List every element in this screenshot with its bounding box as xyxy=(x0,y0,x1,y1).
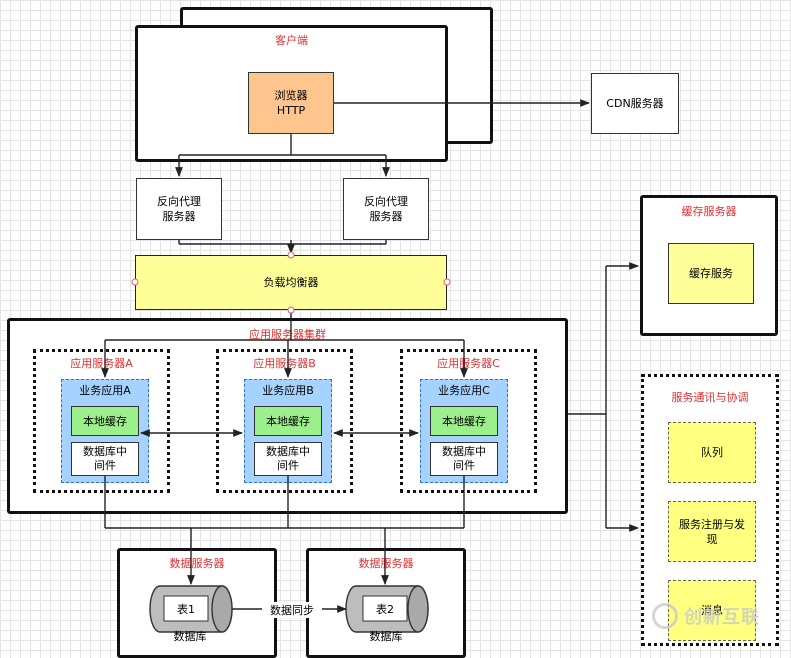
local-cache-c[interactable]: 本地缓存 xyxy=(430,406,498,436)
cache-server-title: 缓存服务器 xyxy=(681,205,737,218)
cache-service-box[interactable]: 缓存服务 xyxy=(668,243,754,304)
local-cache-a-label: 本地缓存 xyxy=(83,415,127,428)
registry-line1: 服务注册与发 xyxy=(679,517,745,531)
browser-label: 浏览器 xyxy=(274,89,308,102)
table-2-label: 表2 xyxy=(376,603,394,616)
local-cache-c-label: 本地缓存 xyxy=(442,415,486,428)
local-cache-a[interactable]: 本地缓存 xyxy=(71,406,139,436)
app-server-a-name: 应用服务器A xyxy=(70,357,133,370)
data-sync-label: 数据同步 xyxy=(262,602,322,618)
business-app-a-label: 业务应用A xyxy=(79,384,131,397)
db-middleware-a[interactable]: 数据库中 间件 xyxy=(71,442,139,476)
db-1-label: 数据库 xyxy=(173,630,207,643)
business-app-b-label: 业务应用B xyxy=(262,384,314,397)
business-app-c-label: 业务应用C xyxy=(438,384,490,397)
reverse-proxy-left[interactable]: 反向代理 服务器 xyxy=(136,178,222,240)
client-title: 客户端 xyxy=(275,34,308,47)
db-middleware-c[interactable]: 数据库中 间件 xyxy=(430,442,498,476)
app-server-b-name: 应用服务器B xyxy=(253,357,316,370)
db-middleware-a-line2: 间件 xyxy=(94,459,116,472)
queue-label: 队列 xyxy=(701,446,723,459)
db-middleware-c-line2: 间件 xyxy=(453,459,475,472)
cdn-server-box[interactable]: CDN服务器 xyxy=(591,73,679,134)
browser-protocol: HTTP xyxy=(276,104,306,117)
service-registry-box[interactable]: 服务注册与发 现 xyxy=(668,501,756,562)
db-middleware-b[interactable]: 数据库中 间件 xyxy=(254,442,322,476)
app-server-c-name: 应用服务器C xyxy=(437,357,500,370)
load-balancer-label: 负载均衡器 xyxy=(263,276,319,289)
service-coord-title: 服务通讯与协调 xyxy=(671,391,749,404)
message-box[interactable]: 消息 xyxy=(668,580,756,641)
local-cache-b[interactable]: 本地缓存 xyxy=(254,406,322,436)
registry-line2: 现 xyxy=(706,532,718,546)
cache-service-label: 缓存服务 xyxy=(689,267,733,280)
proxy-right-line1: 反向代理 xyxy=(364,195,408,208)
queue-box[interactable]: 队列 xyxy=(668,422,756,483)
reverse-proxy-right[interactable]: 反向代理 服务器 xyxy=(343,178,429,240)
app-cluster-title: 应用服务器集群 xyxy=(249,328,326,341)
watermark-text: 创新互联 xyxy=(684,607,760,628)
db-server-2-title: 数据服务器 xyxy=(358,557,414,570)
watermark-logo: 创新互联 xyxy=(652,598,787,634)
local-cache-b-label: 本地缓存 xyxy=(266,415,310,428)
db-middleware-c-line1: 数据库中 xyxy=(442,445,486,458)
table-1-label: 表1 xyxy=(177,603,195,616)
proxy-right-line2: 服务器 xyxy=(369,210,403,223)
db-middleware-a-line1: 数据库中 xyxy=(83,445,127,458)
cdn-label: CDN服务器 xyxy=(606,97,664,110)
db-server-1-title: 数据服务器 xyxy=(169,557,225,570)
message-label: 消息 xyxy=(701,604,723,617)
db-2-label: 数据库 xyxy=(369,630,403,643)
db-middleware-b-line1: 数据库中 xyxy=(266,445,310,458)
proxy-left-line2: 服务器 xyxy=(162,210,196,223)
proxy-left-line1: 反向代理 xyxy=(157,195,201,208)
db-middleware-b-line2: 间件 xyxy=(277,459,299,472)
browser-box[interactable]: 浏览器 HTTP xyxy=(248,72,334,134)
watermark-icon xyxy=(652,603,678,629)
load-balancer-box[interactable]: 负载均衡器 xyxy=(135,255,447,310)
